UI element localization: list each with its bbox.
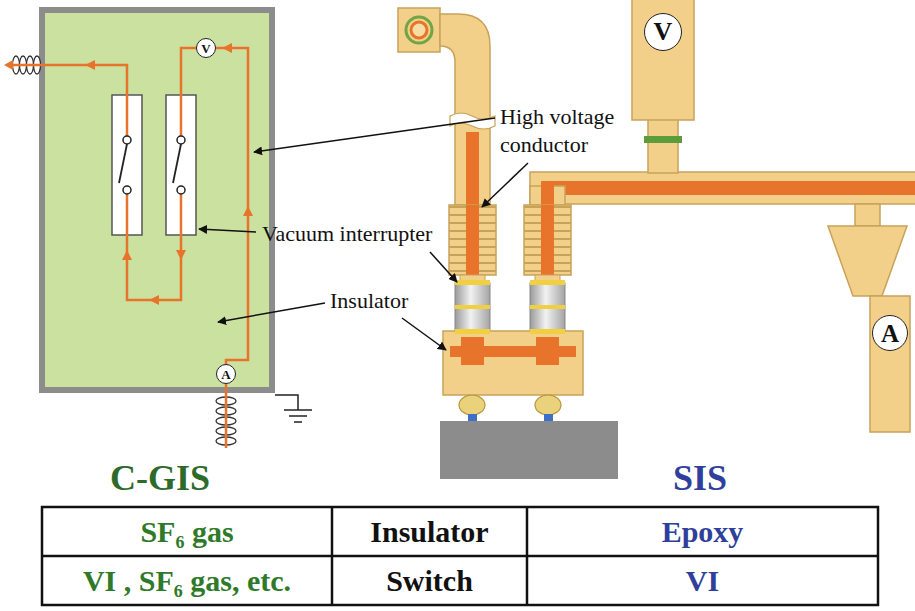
operating-rod xyxy=(459,395,485,415)
callout-label-text: Vacuum interrupter xyxy=(262,221,432,246)
current-arrow xyxy=(4,60,13,70)
ground-wire xyxy=(275,395,298,410)
vi-band xyxy=(530,329,565,334)
operating-rod xyxy=(544,414,553,422)
connector-ring xyxy=(406,17,432,43)
meter-letter: V xyxy=(654,19,673,45)
switch-lever xyxy=(173,144,181,183)
diagram-heading-text: SIS xyxy=(673,457,727,500)
ground-symbol xyxy=(289,415,307,417)
conductor-core xyxy=(541,181,915,195)
cable-pipe xyxy=(870,296,910,432)
meter-symbol: V xyxy=(196,38,216,58)
vi-band xyxy=(530,280,565,285)
bus-pipe xyxy=(530,172,915,204)
vi-band xyxy=(455,305,490,309)
current-arrow xyxy=(176,250,186,260)
table-frame xyxy=(42,507,878,605)
epoxy-housing xyxy=(443,331,583,395)
ground-symbol xyxy=(284,409,312,411)
cable-connector xyxy=(398,8,440,52)
vt-neck xyxy=(648,118,678,173)
ct-neck xyxy=(855,204,880,226)
bellows xyxy=(524,205,571,275)
conductor-core xyxy=(536,337,559,365)
leader-line xyxy=(402,318,446,350)
table-cell-text: Epoxy xyxy=(662,514,744,550)
switchgear-enclosure xyxy=(42,10,272,390)
ct-cone xyxy=(828,226,907,296)
current-arrow xyxy=(222,43,232,53)
vi-band xyxy=(455,329,490,334)
switch-contact xyxy=(177,186,185,194)
operating-rod xyxy=(468,414,477,422)
current-arrow xyxy=(122,250,132,260)
voltage-transformer xyxy=(632,0,694,120)
callout-label-text: High voltage conductor xyxy=(500,104,614,157)
table-cell-text: SF₆ gas xyxy=(140,514,233,550)
current-arrow xyxy=(243,206,253,216)
table-cell-text: Insulator xyxy=(370,514,488,550)
leader-line xyxy=(482,163,528,207)
conductor-core xyxy=(466,205,479,275)
conductor-wire xyxy=(181,48,248,448)
table-cell: VI , SF₆ gas, etc. xyxy=(44,558,330,604)
leader-line xyxy=(218,303,325,322)
meter-letter: A xyxy=(881,321,899,346)
table-cell: Switch xyxy=(334,558,525,604)
meter-symbol: A xyxy=(216,364,236,384)
table-cell-text: Switch xyxy=(386,563,473,599)
table-cell-text: VI xyxy=(686,563,719,599)
callout-label: Insulator xyxy=(330,287,420,315)
conductor-wire xyxy=(10,65,127,136)
leader-line xyxy=(430,252,457,282)
table-cell: SF₆ gas xyxy=(44,509,330,555)
meter-letter: V xyxy=(201,42,210,55)
bellows xyxy=(449,205,496,275)
conductor-core xyxy=(541,205,554,275)
ground-symbol xyxy=(294,421,302,423)
switch-contact xyxy=(123,136,131,144)
meter-letter: A xyxy=(221,368,230,381)
conductor-core xyxy=(541,181,554,205)
mechanism-base xyxy=(440,421,618,479)
vt-ring xyxy=(644,136,682,143)
vi-band xyxy=(455,280,490,285)
elbow-pipe xyxy=(440,14,490,205)
conductor-core xyxy=(466,132,479,205)
conductor-wire xyxy=(127,194,181,300)
table-rule xyxy=(42,555,878,558)
diagram-heading: C-GIS xyxy=(40,456,280,502)
table-cell: VI xyxy=(529,558,876,604)
conductor-core xyxy=(461,337,484,365)
table-cell: Epoxy xyxy=(529,509,876,555)
connector-ring xyxy=(411,22,427,38)
diagram-heading: SIS xyxy=(560,456,840,502)
diagram-heading-text: C-GIS xyxy=(110,457,210,500)
current-arrow xyxy=(149,295,159,305)
switch-contact xyxy=(177,136,185,144)
callout-label-text: Insulator xyxy=(330,288,408,313)
meter-symbol: A xyxy=(872,315,908,351)
vacuum-interrupter xyxy=(455,283,490,333)
callout-label: Vacuum interrupter xyxy=(262,220,448,248)
leader-line xyxy=(254,118,495,152)
vi-band xyxy=(530,305,565,309)
switch-contact xyxy=(123,186,131,194)
current-arrow xyxy=(85,60,95,70)
vacuum-interrupter xyxy=(530,283,565,333)
table-cell: Insulator xyxy=(334,509,525,555)
operating-rod xyxy=(535,395,561,415)
leader-line xyxy=(199,229,256,232)
meter-symbol: V xyxy=(644,13,682,51)
switch-lever xyxy=(119,144,127,183)
table-cell-text: VI , SF₆ gas, etc. xyxy=(83,563,291,599)
callout-label: High voltage conductor xyxy=(500,103,630,158)
